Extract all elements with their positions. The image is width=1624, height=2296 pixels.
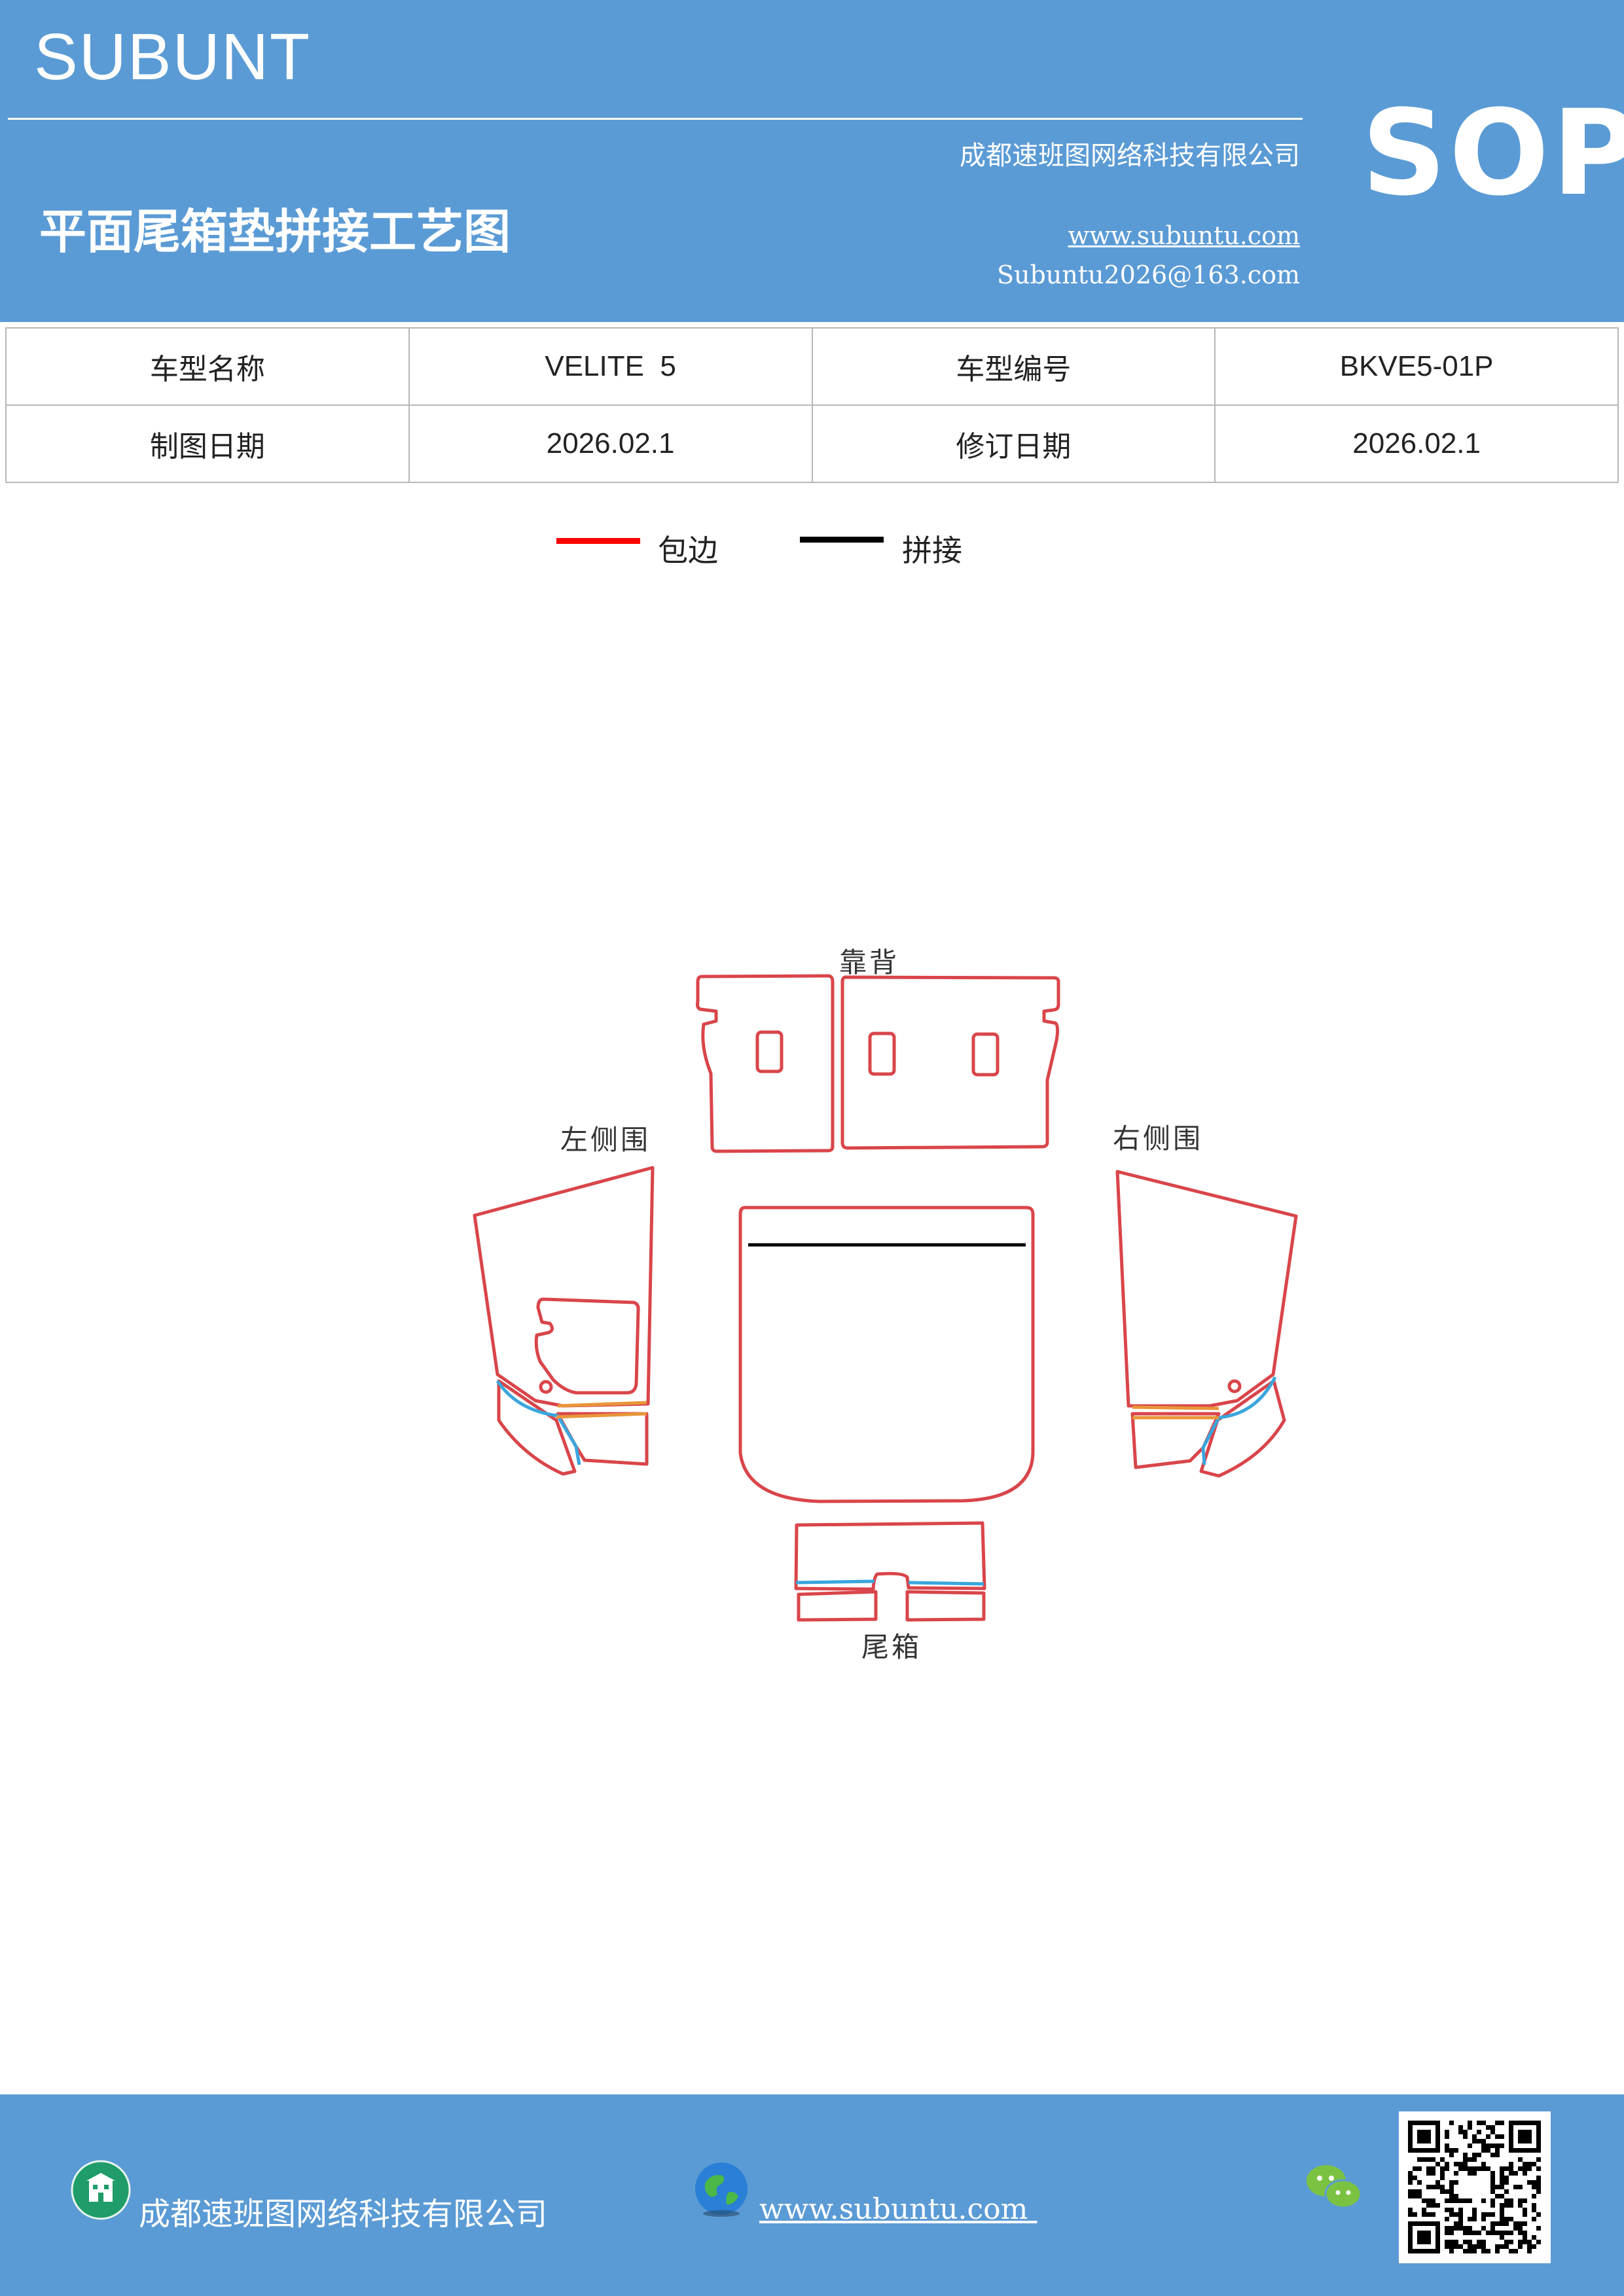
- left-orange-seam-b: [556, 1412, 647, 1419]
- right-side-panel-upper: [1115, 1170, 1298, 1408]
- backrest-right-slot: [971, 1032, 1000, 1077]
- table-row: 车型名称 VELITE 5 车型编号 BKVE5-01P: [5, 327, 1619, 406]
- edge-legend-swatch: [556, 538, 640, 544]
- right-side-label: 右侧围: [1113, 1122, 1204, 1155]
- right-side-lower-b: [1130, 1412, 1221, 1469]
- floor-mat-panel: [738, 1206, 1035, 1503]
- model-name-value: VELITE 5: [408, 327, 813, 406]
- globe-icon: [691, 2159, 751, 2221]
- backrest-mid-slot: [868, 1031, 896, 1076]
- backrest-left-panel: [696, 974, 835, 1153]
- left-side-lower-a: [497, 1379, 577, 1476]
- trunk-lower-right: [905, 1590, 986, 1622]
- model-code-value: BKVE5-01P: [1214, 327, 1619, 406]
- mat-splice-diagram: [473, 974, 1298, 1622]
- seam-legend-swatch: [800, 537, 884, 543]
- left-side-cutout: [534, 1297, 640, 1395]
- left-side-panel-upper: [473, 1166, 655, 1408]
- header-divider: [8, 118, 1303, 120]
- right-side-lower-a: [1199, 1379, 1286, 1478]
- table-row: 制图日期 2026.02.1 修订日期 2026.02.1: [5, 404, 1619, 483]
- left-orange-seam-a: [557, 1401, 647, 1408]
- draw-date-value: 2026.02.1: [408, 404, 813, 483]
- website-link[interactable]: www.subuntu.com: [1068, 221, 1300, 250]
- right-side-hole: [1227, 1379, 1242, 1393]
- left-side-hole: [539, 1380, 553, 1394]
- revise-date-value: 2026.02.1: [1214, 404, 1619, 483]
- trunk-label: 尾箱: [861, 1631, 922, 1663]
- draw-date-label: 制图日期: [5, 404, 410, 483]
- qr-code: [1399, 2111, 1551, 2263]
- model-name-label: 车型名称: [5, 327, 410, 406]
- model-code-label: 车型编号: [811, 327, 1216, 406]
- qr-code-pattern: [1408, 2121, 1541, 2253]
- right-blue-seam: [1201, 1376, 1277, 1465]
- vehicle-info-table: 车型名称 VELITE 5 车型编号 BKVE5-01P 制图日期 2026.0…: [5, 327, 1619, 483]
- brand-name: SUBUNT: [34, 20, 312, 94]
- revise-date-label: 修订日期: [811, 404, 1216, 483]
- trunk-upper-panel: [794, 1521, 986, 1591]
- seam-legend-label: 拼接: [902, 533, 962, 568]
- page-title: 平面尾箱垫拼接工艺图: [39, 204, 511, 259]
- trunk-blue-seam-left: [795, 1579, 875, 1585]
- left-side-label: 左侧围: [560, 1124, 651, 1156]
- footer-company-name: 成都速班图网络科技有限公司: [139, 2196, 548, 2233]
- trunk-lower-left: [797, 1590, 878, 1622]
- building-icon: [71, 2160, 131, 2223]
- edge-legend-label: 包边: [658, 533, 718, 568]
- footer-website-link[interactable]: www.subuntu.com: [759, 2193, 1038, 2226]
- header-band: [0, 0, 1624, 322]
- right-orange-seam-a: [1132, 1405, 1219, 1410]
- wechat-icon[interactable]: [1304, 2161, 1364, 2216]
- backrest-right-panel: [840, 975, 1060, 1150]
- email-address[interactable]: Subuntu2026@163.com: [996, 260, 1300, 289]
- backrest-left-slot: [755, 1030, 784, 1073]
- company-name: 成都速班图网络科技有限公司: [960, 141, 1300, 171]
- trunk-blue-seam-right: [908, 1581, 984, 1586]
- sop-badge: SOP: [1362, 85, 1624, 222]
- backrest-label: 靠背: [839, 946, 900, 978]
